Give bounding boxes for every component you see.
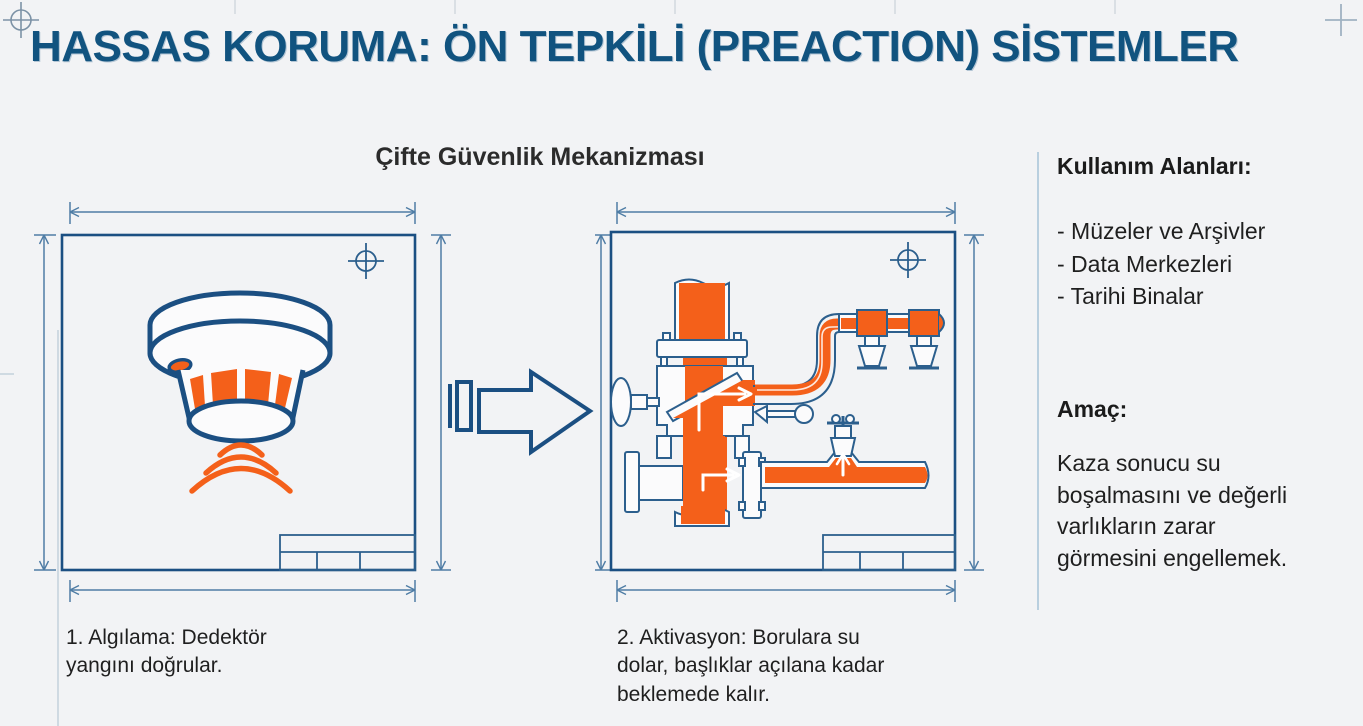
- purpose-heading: Amaç:: [1057, 396, 1128, 422]
- caption-activation: 2. Aktivasyon: Borulara su dolar, başlık…: [617, 626, 885, 706]
- section-subtitle: Çifte Güvenlik Mekanizması: [375, 143, 705, 171]
- sprinkler-head-icon: [908, 309, 940, 370]
- panel-detection: [34, 202, 451, 602]
- target-crosshair-icon: [890, 242, 926, 278]
- flow-arrow: [448, 368, 594, 456]
- handwheel-icon: [610, 377, 660, 427]
- panel-activation: [595, 202, 984, 602]
- title-block: [279, 534, 416, 571]
- smoke-detector-icon: [147, 290, 333, 494]
- title-block: [822, 534, 956, 571]
- preaction-valve-icon: [610, 278, 945, 527]
- usage-list: - Müzeler ve Arşivler - Data Merkezleri …: [1057, 218, 1266, 310]
- sprinkler-head-icon: [856, 309, 888, 370]
- caption-detection: 1. Algılama: Dedektör yangını doğrular.: [66, 626, 267, 678]
- column-divider: [1037, 152, 1039, 610]
- slide-title: HASSAS KORUMA: ÖN TEPKİLİ (PREACTION) Sİ…: [30, 22, 1239, 71]
- purpose-text: Kaza sonucu su boşalmasını ve değerli va…: [1057, 450, 1288, 572]
- target-crosshair-icon: [348, 243, 384, 279]
- sprinkler-valve-icon: [827, 414, 859, 457]
- usage-heading: Kullanım Alanları:: [1057, 153, 1252, 179]
